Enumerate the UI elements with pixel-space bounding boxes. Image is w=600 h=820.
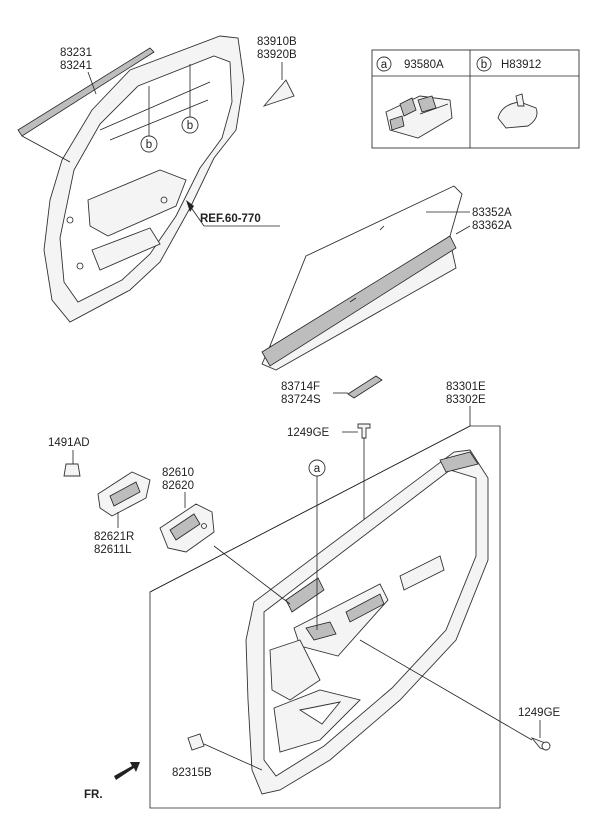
weatherstrip-label-1: 83231: [60, 47, 92, 59]
front-direction-arrow: [114, 762, 140, 780]
legend-b-marker: b: [481, 59, 487, 71]
front-label: FR.: [84, 789, 103, 801]
callout-b-upper: b: [146, 139, 152, 151]
door-trim-panel-drawing: [245, 449, 489, 795]
callout-a-trim: a: [314, 463, 321, 475]
legend-a-circle: [376, 56, 392, 72]
callout-b-lower: b: [187, 120, 193, 132]
inside-handle-drawing: [159, 503, 215, 553]
trim-label-2: 83302E: [446, 394, 486, 406]
weatherstrip-drawing: [17, 47, 155, 137]
legend-a-marker: a: [381, 59, 388, 71]
sunshade-label-1: 83352A: [472, 207, 512, 219]
power-window-switch-drawing: [385, 95, 453, 139]
legend-box: a 93580A b H83912: [371, 49, 580, 149]
reference-label: REF.60-770: [200, 213, 261, 225]
handle-cover-drawing: [97, 471, 151, 517]
fastener-label: 1491AD: [48, 437, 90, 449]
handle-label-2: 82620: [162, 480, 194, 492]
cap-drawing: [497, 93, 538, 129]
screw-lower-label: 1249GE: [518, 707, 561, 719]
legend-b-part-number: H83912: [501, 59, 541, 71]
clip-label-2: 83724S: [281, 394, 321, 406]
clip-label-1: 83714F: [281, 381, 320, 393]
garnish-label-1: 83910B: [257, 36, 297, 48]
garnish-drawing: [262, 79, 295, 107]
bottom-clip-drawing: [187, 733, 205, 751]
legend-a-part-number: 93580A: [404, 59, 444, 71]
screw-upper-label: 1249GE: [287, 427, 330, 439]
screw-upper-drawing: [357, 423, 371, 439]
screw-lower-drawing: [530, 737, 551, 751]
fastener-drawing: [63, 463, 81, 477]
garnish-label-2: 83920B: [257, 49, 297, 61]
legend-b-circle: [476, 56, 492, 72]
trim-clip-drawing: [347, 375, 383, 399]
sunshade-label-2: 83362A: [472, 220, 512, 232]
sunshade-drawing: [261, 185, 463, 371]
handle-cover-label-1: 82621R: [94, 531, 134, 543]
handle-cover-label-2: 82611L: [94, 544, 132, 556]
bottom-clip-label: 82315B: [172, 767, 212, 779]
trim-label-1: 83301E: [446, 381, 486, 393]
weatherstrip-label-2: 83241: [60, 60, 92, 72]
door-frame-drawing: [43, 35, 245, 323]
handle-label-1: 82610: [162, 467, 194, 479]
